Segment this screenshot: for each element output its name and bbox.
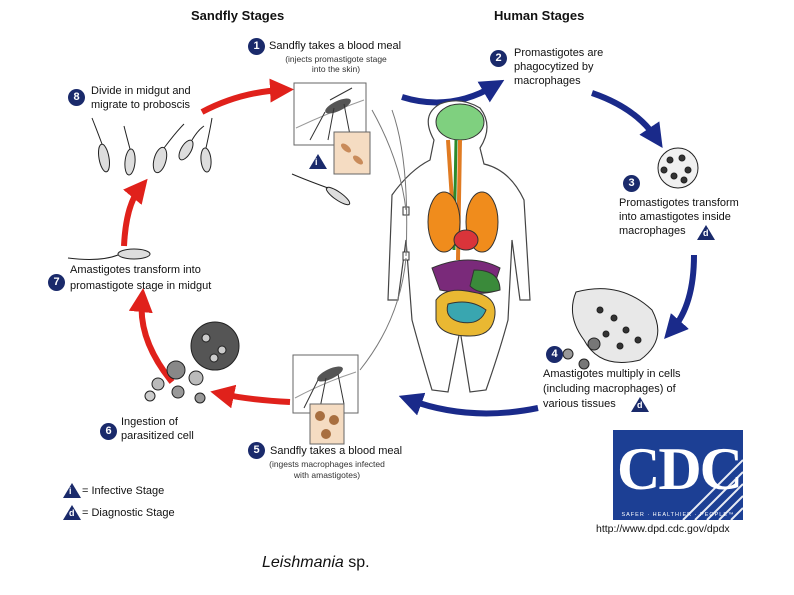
sandfly-bite-panel-top	[293, 82, 371, 175]
cdc-tagline: SAFER · HEALTHIER · PEOPLE™	[621, 512, 735, 518]
step-4-line-3: various tissues	[543, 398, 616, 410]
step-8-line-1: Divide in midgut and	[91, 85, 191, 97]
step-1-sub-2: into the skin)	[311, 64, 361, 74]
step-4-line-1: Amastigotes multiply in cells	[543, 368, 681, 380]
legend-diagnostic-icon: d	[63, 505, 81, 520]
cdc-logo-stripes	[682, 459, 743, 520]
cdc-logo: CDC SAFER · HEALTHIER · PEOPLE™	[613, 430, 743, 520]
step-3-line-3: macrophages	[619, 225, 686, 237]
step-2-line-3: macrophages	[514, 75, 581, 87]
caption-genus: Leishmania	[262, 554, 344, 571]
step-6-badge: 6	[100, 423, 117, 440]
step-7-badge: 7	[48, 274, 65, 291]
step-1-badge: 1	[248, 38, 265, 55]
step-4-line-2: (including macrophages) of	[543, 383, 676, 395]
step-5-text: Sandfly takes a blood meal	[270, 445, 403, 457]
diagnostic-stage-icon-3: d	[697, 225, 715, 240]
step-2-badge: 2	[490, 50, 507, 67]
step-1-sub-1: (injects promastigote stage	[285, 54, 387, 64]
step-3-line-2: into amastigotes inside	[619, 211, 731, 223]
step-5-sub-2: with amastigotes)	[293, 470, 361, 480]
arrow-7-to-8	[121, 178, 148, 247]
step-4-badge: 4	[546, 346, 563, 363]
arrow-6-to-7	[128, 288, 175, 384]
sandfly-bite-panel-bottom	[292, 354, 359, 445]
arrow-1-to-2	[401, 79, 505, 106]
legend-diagnostic-label: = Diagnostic Stage	[82, 507, 175, 519]
heading-human-stages: Human Stages	[494, 8, 585, 23]
step-1-text: Sandfly takes a blood meal	[269, 40, 402, 52]
infective-stage-icon-1: i	[309, 154, 327, 169]
legend-infective-icon: i	[63, 483, 81, 498]
human-body-figure	[359, 100, 531, 393]
transforming-promastigote	[67, 248, 151, 260]
step-3-badge: 3	[623, 175, 640, 192]
step-5-badge: 5	[248, 442, 265, 459]
step-7-line-1: Amastigotes transform into	[70, 264, 201, 276]
arrow-4-to-5	[398, 392, 539, 417]
step-2-line-2: phagocytized by	[514, 61, 594, 73]
step-6-line-2: parasitized cell	[121, 430, 194, 442]
step-5-sub-1: (ingests macrophages infected	[269, 459, 385, 469]
step-2-line-1: Promastigotes are	[514, 47, 604, 59]
arrow-2-to-3	[591, 90, 663, 148]
diagnostic-stage-icon-4: d	[631, 397, 649, 412]
arrow-5-to-6	[210, 384, 291, 409]
step-3-line-1: Promastigotes transform	[619, 197, 739, 209]
step-6-line-1: Ingestion of	[121, 416, 178, 428]
heading-sandfly-stages: Sandfly Stages	[191, 8, 285, 23]
infected-tissue-cell	[562, 288, 659, 370]
arrow-3-to-4	[664, 254, 697, 340]
cdc-url: http://www.dpd.cdc.gov/dpdx	[596, 523, 730, 535]
parasitized-cells	[144, 321, 240, 404]
cdc-logo-text: CDC	[617, 436, 743, 502]
caption-species: sp.	[343, 554, 370, 571]
figure-caption: Leishmania sp.	[262, 554, 370, 572]
arrow-8-to-1	[200, 78, 294, 115]
step-8-badge: 8	[68, 89, 85, 106]
promastigote-cells	[91, 117, 351, 206]
legend-infective-label: = Infective Stage	[82, 485, 165, 497]
macrophage-cell	[657, 147, 699, 189]
step-8-line-2: migrate to proboscis	[91, 99, 191, 111]
step-7-line-2: promastigote stage in midgut	[70, 280, 212, 292]
